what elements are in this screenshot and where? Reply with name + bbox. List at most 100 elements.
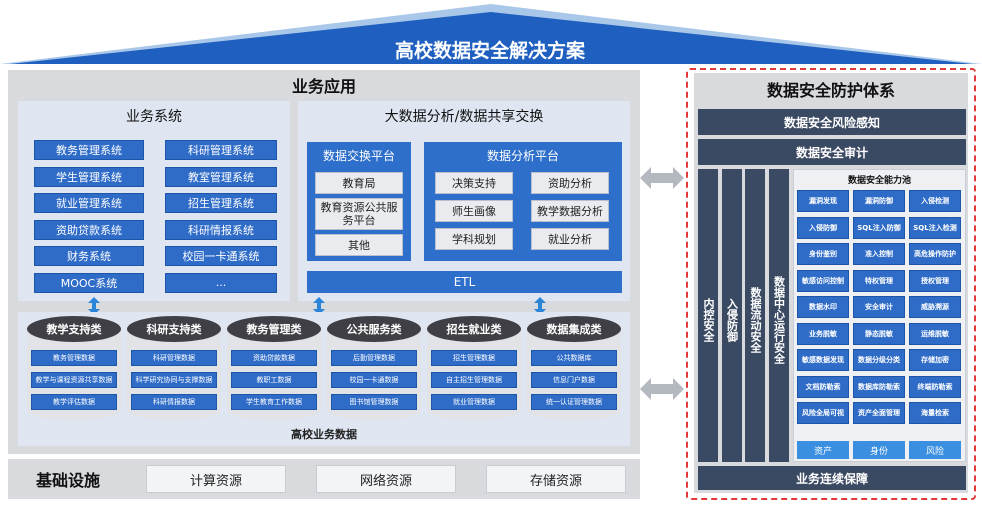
arrow-up-down-icon — [534, 297, 546, 315]
capability-pool-title: 数据安全能力池 — [847, 175, 911, 186]
capability-item[interactable]: SQL注入检测 — [909, 216, 961, 239]
database-cylinder-title: 公共服务类 — [327, 316, 421, 342]
business-system-item[interactable]: 招生管理系统 — [165, 193, 277, 213]
database-item[interactable]: 自主招生管理数据 — [431, 372, 517, 388]
database-cylinder-title: 科研支持类 — [127, 316, 221, 342]
continuity-bar: 业务连续保障 — [698, 466, 966, 490]
business-system-item[interactable]: 教务管理系统 — [34, 140, 144, 160]
risk-perception-bar: 数据安全风险感知 — [698, 109, 966, 135]
infra-item-network[interactable]: 网络资源 — [316, 465, 456, 493]
database-item[interactable]: 公共数据库 — [531, 350, 617, 366]
capability-item[interactable]: 入侵防御 — [797, 216, 849, 239]
capability-item[interactable]: 特权管理 — [853, 269, 905, 292]
capability-item[interactable]: 数据分级分类 — [853, 349, 905, 371]
infra-item-compute[interactable]: 计算资源 — [146, 465, 286, 493]
capability-item[interactable]: 高危操作防护 — [909, 243, 961, 265]
business-system-item[interactable]: 科研管理系统 — [165, 140, 277, 160]
capability-item[interactable]: 入侵检测 — [909, 190, 961, 212]
capability-item[interactable]: 漏洞发现 — [797, 190, 849, 212]
capability-item[interactable]: 安全审计 — [853, 296, 905, 318]
infrastructure-title: 基础设施 — [35, 471, 100, 490]
bottom-tab[interactable]: 身份 — [853, 441, 905, 459]
arrow-up-down-icon — [88, 297, 100, 315]
capability-item[interactable]: 风险全局可视 — [797, 402, 849, 424]
security-vertical-column: 入侵防御 — [721, 169, 742, 462]
business-system-title: 业务系统 — [126, 109, 182, 125]
capability-item[interactable]: 业务脱敏 — [797, 322, 849, 345]
database-item[interactable]: 学生教育工作数据 — [231, 394, 317, 410]
business-system-item[interactable]: 资助贷款系统 — [34, 219, 144, 240]
business-system-item[interactable]: 学生管理系统 — [34, 166, 144, 187]
capability-item[interactable]: 漏洞防御 — [853, 190, 905, 212]
database-item[interactable]: 科研管理数据 — [131, 350, 217, 366]
database-item[interactable]: 教学与课程资源共享数据 — [31, 372, 117, 388]
database-item[interactable]: 校园一卡通数据 — [331, 372, 417, 388]
analysis-item[interactable]: 就业分析 — [531, 228, 609, 250]
capability-item[interactable]: 授权管理 — [909, 269, 961, 292]
capability-item[interactable]: 资产全面管理 — [853, 402, 905, 424]
analysis-platform-title: 数据分析平台 — [486, 148, 559, 163]
capability-item[interactable]: 存储加密 — [909, 349, 961, 371]
double-arrow-icon — [640, 378, 684, 400]
database-item[interactable]: 招生管理数据 — [431, 350, 517, 366]
security-vertical-column: 内控安全 — [698, 169, 718, 462]
capability-item[interactable]: 海量检索 — [909, 402, 961, 424]
capability-item[interactable]: 文档防勒索 — [797, 375, 849, 398]
database-item[interactable]: 信息门户数据 — [531, 372, 617, 388]
database-item[interactable]: 就业管理数据 — [431, 394, 517, 410]
analysis-item[interactable]: 决策支持 — [435, 172, 513, 194]
database-cylinder-title: 教学支持类 — [27, 316, 121, 342]
business-system-item[interactable]: 教室管理系统 — [165, 166, 277, 187]
exchange-item[interactable]: 其他 — [315, 234, 403, 256]
database-item[interactable]: 科学研究协同与支撑数据 — [131, 372, 217, 388]
title-banner — [0, 4, 982, 64]
infra-item-storage[interactable]: 存储资源 — [486, 465, 626, 493]
capability-item[interactable]: 数据库防勒索 — [853, 375, 905, 398]
database-item[interactable]: 图书馆管理数据 — [331, 394, 417, 410]
capability-item[interactable]: SQL注入防御 — [853, 216, 905, 239]
security-vertical-column: 数据流动安全 — [745, 169, 765, 462]
database-cylinder-title: 招生就业类 — [427, 316, 521, 342]
database-item[interactable]: 教务管理数据 — [31, 350, 117, 366]
capability-item[interactable]: 威胁溯源 — [909, 296, 961, 318]
security-system-frame — [686, 68, 976, 500]
business-system-item[interactable]: 财务系统 — [34, 246, 144, 266]
capability-item[interactable]: 敏感数据发现 — [797, 349, 849, 371]
capability-item[interactable]: 运维脱敏 — [909, 322, 961, 345]
business-system-item[interactable]: MOOC系统 — [34, 272, 144, 293]
database-item[interactable]: 教学评估数据 — [31, 394, 117, 410]
database-item[interactable]: 教职工数据 — [231, 372, 317, 388]
capability-item[interactable]: 静态脱敏 — [853, 322, 905, 345]
exchange-item[interactable]: 教育资源公共服务平台 — [315, 198, 403, 230]
database-item[interactable]: 科研情报数据 — [131, 394, 217, 410]
business-system-item[interactable]: 科研情报系统 — [165, 219, 277, 240]
etl-bar: ETL — [307, 271, 622, 293]
capability-item[interactable]: 准入控制 — [853, 243, 905, 265]
bottom-tab[interactable]: 风险 — [909, 441, 961, 459]
capability-item[interactable]: 终端防勒索 — [909, 375, 961, 398]
analysis-item[interactable]: 学科规划 — [435, 228, 513, 250]
exchange-platform-title: 数据交换平台 — [322, 148, 395, 163]
bottom-tab[interactable]: 资产 — [797, 441, 849, 459]
security-system-title: 数据安全防护体系 — [766, 81, 895, 100]
database-cylinder-title: 数据集成类 — [527, 316, 621, 342]
business-system-item[interactable]: 就业管理系统 — [34, 193, 144, 213]
analysis-item[interactable]: 教学数据分析 — [531, 200, 609, 222]
capability-item[interactable]: 数据水印 — [797, 296, 849, 318]
business-app-title: 业务应用 — [291, 77, 356, 96]
business-system-item[interactable]: ... — [165, 272, 277, 293]
capability-item[interactable]: 身份鉴别 — [797, 243, 849, 265]
database-item[interactable]: 资助贷款数据 — [231, 350, 317, 366]
data-store-title: 高校业务数据 — [291, 428, 357, 441]
exchange-item[interactable]: 教育局 — [315, 172, 403, 194]
bigdata-title: 大数据分析/数据共享交换 — [384, 109, 544, 125]
capability-item[interactable]: 敏感访问控制 — [797, 269, 849, 292]
database-item[interactable]: 后勤管理数据 — [331, 350, 417, 366]
security-vertical-column: 数据中心运行安全 — [768, 169, 789, 462]
business-system-item[interactable]: 校园一卡通系统 — [165, 246, 277, 266]
database-item[interactable]: 统一认证管理数据 — [531, 394, 617, 410]
analysis-item[interactable]: 师生画像 — [435, 200, 513, 222]
database-cylinder-title: 教务管理类 — [227, 316, 321, 342]
analysis-item[interactable]: 资助分析 — [531, 172, 609, 194]
arrow-up-down-icon — [313, 297, 325, 315]
